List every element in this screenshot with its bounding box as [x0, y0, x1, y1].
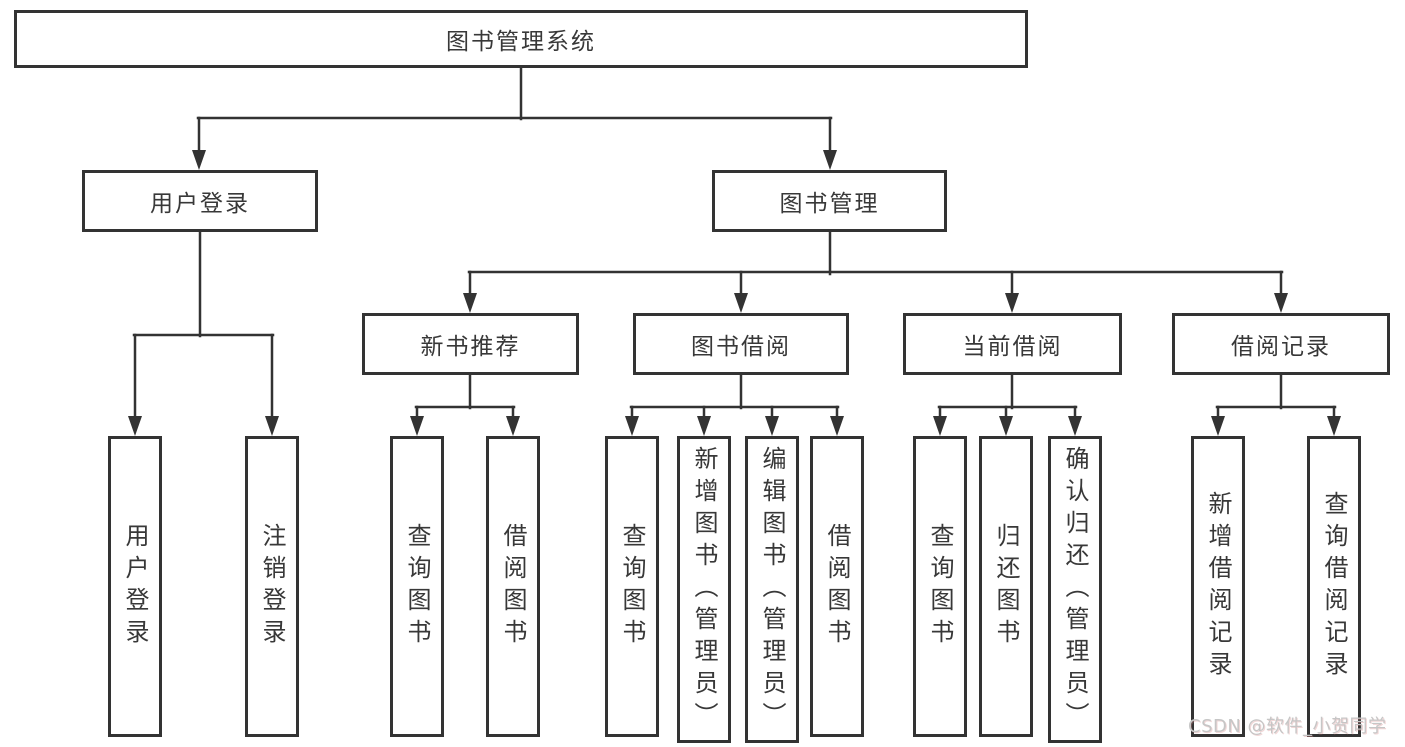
node-book-management: 图书管理	[712, 170, 947, 232]
node-label: 查询借阅记录	[1320, 490, 1348, 683]
node-new-book-recommendation: 新书推荐	[362, 313, 579, 375]
node-label: 图书借阅	[691, 334, 791, 360]
node-label: 当前借阅	[962, 334, 1063, 360]
node-label: 图书管理系统	[446, 29, 596, 55]
leaf-query-borrow-record: 查询借阅记录	[1307, 436, 1361, 737]
leaf-add-borrow-record: 新增借阅记录	[1191, 436, 1245, 737]
leaf-borrow-books: 借阅图书	[810, 436, 864, 737]
leaf-user-login: 用户登录	[108, 436, 162, 737]
leaf-return-book: 归还图书	[979, 436, 1033, 737]
leaf-borrow-books-recommend: 借阅图书	[486, 436, 540, 737]
node-label: 查询图书	[926, 522, 954, 651]
node-borrowing-records: 借阅记录	[1172, 313, 1390, 375]
leaf-query-books-recommend: 查询图书	[390, 436, 444, 737]
node-label: 新增图书（管理员）	[690, 445, 718, 734]
node-label: 借阅图书	[499, 522, 527, 651]
node-label: 归还图书	[992, 522, 1020, 651]
node-book-borrowing: 图书借阅	[633, 313, 849, 375]
leaf-logout: 注销登录	[245, 436, 299, 737]
csdn-watermark: CSDN @软件_小贺同学	[1188, 716, 1387, 737]
node-label: 借阅记录	[1231, 334, 1331, 360]
node-label: 注销登录	[258, 522, 286, 651]
leaf-confirm-return-admin: 确认归还（管理员）	[1048, 436, 1102, 743]
node-label: 查询图书	[618, 522, 646, 651]
node-root: 图书管理系统	[14, 10, 1028, 68]
node-label: 新书推荐	[420, 334, 521, 360]
node-label: 用户登录	[121, 522, 149, 651]
node-label: 图书管理	[779, 191, 880, 217]
node-label: 确认归还（管理员）	[1061, 445, 1089, 734]
leaf-query-books-borrow: 查询图书	[605, 436, 659, 737]
node-label: 查询图书	[403, 522, 431, 651]
node-current-borrowing: 当前借阅	[903, 313, 1122, 375]
node-user-login: 用户登录	[82, 170, 318, 232]
leaf-add-book-admin: 新增图书（管理员）	[677, 436, 731, 743]
leaf-query-books-current: 查询图书	[913, 436, 967, 737]
node-label: 用户登录	[150, 191, 250, 217]
node-label: 新增借阅记录	[1204, 490, 1232, 683]
node-label: 借阅图书	[823, 522, 851, 651]
leaf-edit-book-admin: 编辑图书（管理员）	[745, 436, 799, 743]
node-label: 编辑图书（管理员）	[758, 445, 786, 734]
